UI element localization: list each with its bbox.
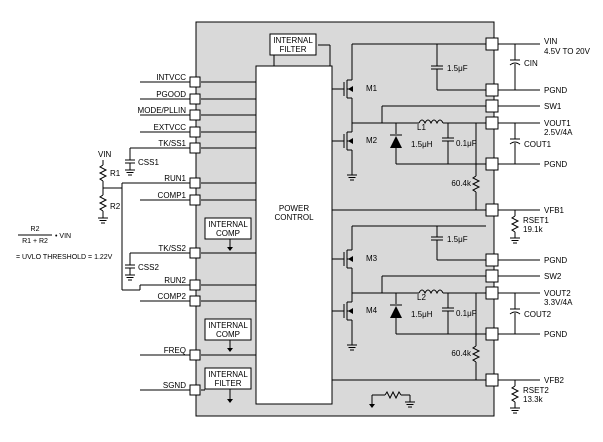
css1-label: CSS1	[138, 158, 159, 167]
internal-filter-bottom-line1: INTERNAL	[208, 370, 248, 379]
right-pins: VIN 4.5V TO 20V PGND SW1 VOUT1 2.5V/4A P…	[485, 37, 591, 387]
pin-sw2: SW2	[544, 272, 562, 281]
pin-sgnd: SGND	[163, 381, 186, 390]
pin-intvcc: INTVCC	[156, 73, 186, 82]
m4-label: M4	[366, 306, 378, 315]
uvlo-formula: R2 R1 + R2 • VIN = UVLO THRESHOLD = 1.22…	[16, 226, 113, 261]
pin-comp1: COMP1	[158, 191, 187, 200]
pin-pgnd-2: PGND	[544, 160, 567, 169]
internal-filter-top	[269, 33, 317, 56]
internal-filter-top-line1: INTERNAL	[273, 36, 313, 45]
power-control-block	[255, 65, 333, 405]
power-control-line2: CONTROL	[274, 213, 314, 222]
power-control-line1: POWER	[279, 204, 309, 213]
pin-mode-pllin: MODE/PLLIN	[138, 106, 187, 115]
internal-comp-2-line1: INTERNAL	[208, 321, 248, 330]
formula-numerator: R2	[31, 226, 40, 233]
r2-label: R2	[110, 202, 121, 211]
cap-01-ch1: 0.1μF	[456, 139, 477, 148]
pin-sw1: SW1	[544, 102, 562, 111]
pin-tkss1: TK/SS1	[158, 139, 186, 148]
l1-value: 1.5μH	[411, 140, 433, 149]
mosfet-m4	[332, 293, 358, 351]
cout1-label: COUT1	[524, 140, 552, 149]
internal-comp-1-line2: COMP	[216, 229, 240, 238]
m1-label: M1	[366, 84, 378, 93]
pin-run1: RUN1	[164, 174, 186, 183]
pin-vfb2: VFB2	[544, 376, 565, 385]
pin-tkss2: TK/SS2	[158, 244, 186, 253]
internal-comp-2	[204, 318, 252, 341]
pin-comp2: COMP2	[158, 292, 187, 301]
pin-run2: RUN2	[164, 276, 186, 285]
rset1-label: RSET1	[523, 216, 549, 225]
vin-range: 4.5V TO 20V	[544, 47, 591, 56]
pin-pgnd-1: PGND	[544, 86, 567, 95]
pin-pgood: PGOOD	[156, 90, 186, 99]
l2-value: 1.5μH	[411, 310, 433, 319]
pin-freq: FREQ	[164, 346, 186, 355]
pin-extvcc: EXTVCC	[154, 123, 187, 132]
cap-top2-label: 1.5μF	[447, 235, 468, 244]
l2-label: L2	[417, 293, 426, 302]
left-pins: INTVCC PGOOD MODE/PLLIN EXTVCC TK/SS1 RU…	[138, 73, 256, 396]
internal-comp-1	[204, 217, 252, 240]
formula-threshold: = UVLO THRESHOLD = 1.22V	[16, 254, 113, 261]
css2-label: CSS2	[138, 263, 159, 272]
cap-01-ch2: 0.1μF	[456, 309, 477, 318]
internal-filter-bottom-line2: FILTER	[215, 379, 242, 388]
pin-vfb1: VFB1	[544, 206, 565, 215]
r1-label: R1	[110, 169, 121, 178]
res1-label: 60.4k	[451, 179, 472, 188]
m3-label: M3	[366, 254, 378, 263]
internal-filter-top-line2: FILTER	[280, 45, 307, 54]
mosfet-m1	[332, 79, 353, 123]
cout2-label: COUT2	[524, 310, 552, 319]
cin-label: CIN	[524, 59, 538, 68]
internal-comp-1-line1: INTERNAL	[208, 220, 248, 229]
rset1-value: 19.1k	[523, 225, 544, 234]
pin-pgnd-4: PGND	[544, 330, 567, 339]
vout1-spec: 2.5V/4A	[544, 128, 573, 137]
m2-label: M2	[366, 136, 378, 145]
cap-top1-label: 1.5μF	[447, 64, 468, 73]
res2-label: 60.4k	[451, 349, 472, 358]
mosfet-m2	[332, 123, 358, 181]
pin-vout2: VOUT2	[544, 289, 571, 298]
formula-dot-vin: • VIN	[55, 233, 71, 240]
vin-node-label: VIN	[98, 150, 112, 159]
rset2-value: 13.3k	[523, 395, 544, 404]
formula-denominator: R1 + R2	[22, 238, 48, 245]
vout2-spec: 3.3V/4A	[544, 298, 573, 307]
pin-pgnd-3: PGND	[544, 256, 567, 265]
pin-vout1: VOUT1	[544, 119, 571, 128]
pin-vin: VIN	[544, 37, 558, 46]
mosfet-m3	[332, 249, 353, 293]
l1-label: L1	[417, 123, 426, 132]
internal-comp-2-line2: COMP	[216, 330, 240, 339]
rset2-label: RSET2	[523, 386, 549, 395]
internal-filter-bottom	[204, 367, 252, 390]
